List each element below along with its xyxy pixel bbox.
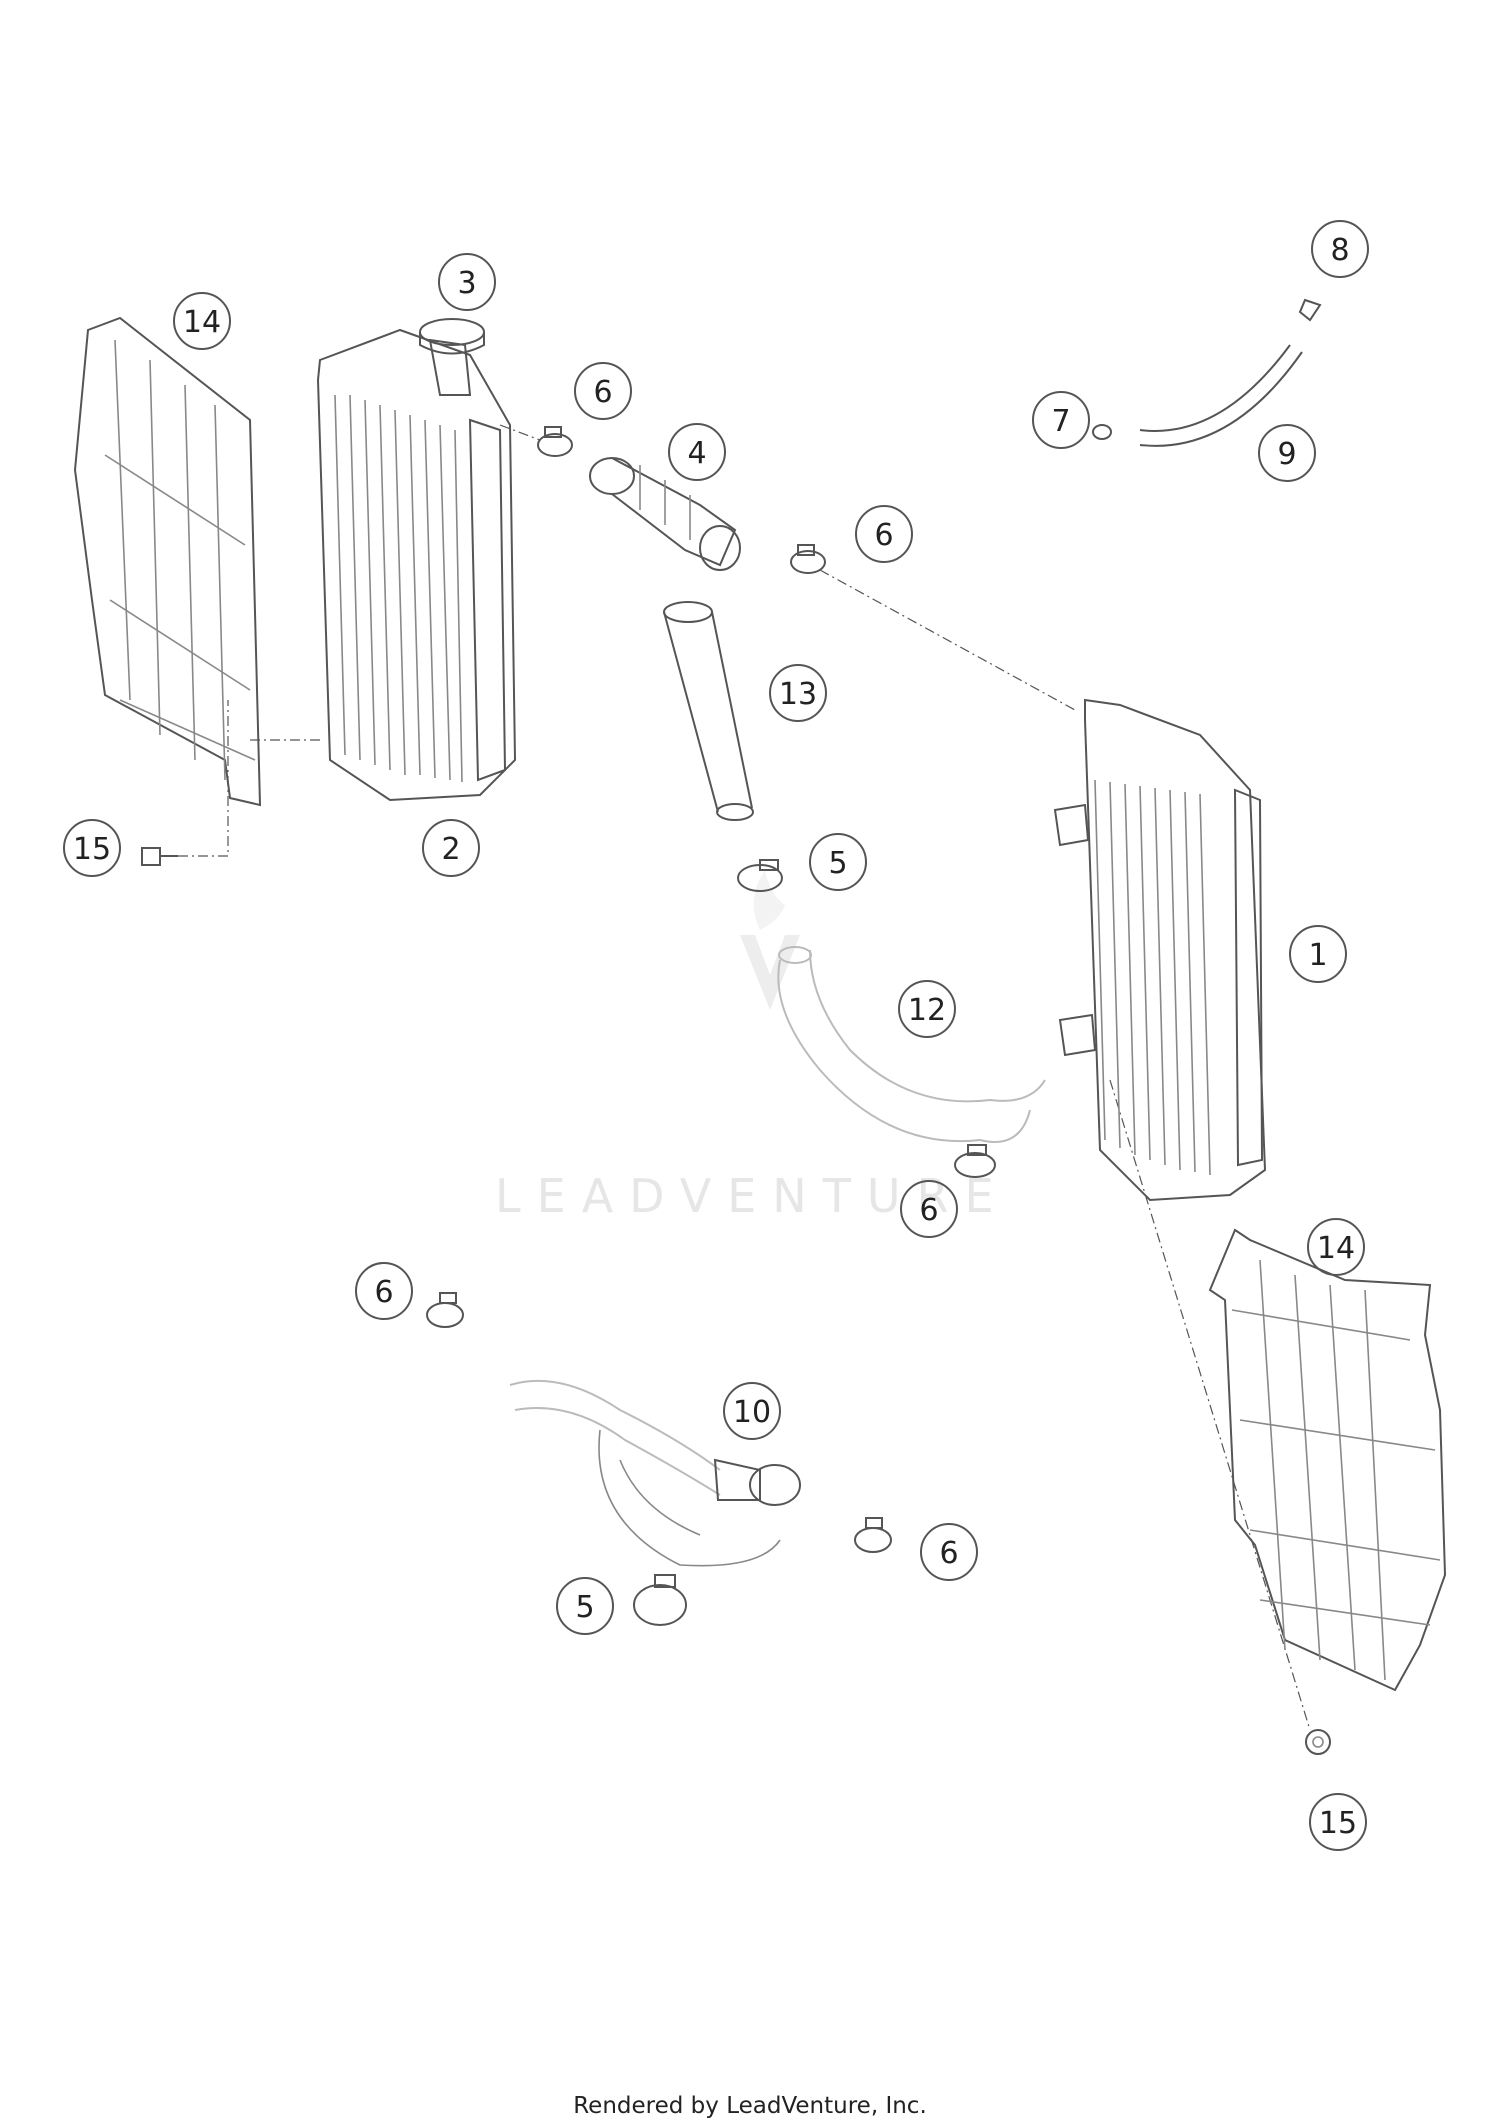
callout-7: 7	[1032, 391, 1090, 449]
svg-text:12: 12	[908, 993, 946, 1028]
curved-hose	[777, 946, 1046, 1143]
radiator-right	[1053, 698, 1267, 1202]
callout-1: 1	[1289, 925, 1347, 983]
bolt-15-left	[141, 700, 229, 866]
hose-clamp-6e	[854, 1517, 892, 1553]
callout-6-b: 6	[855, 505, 913, 563]
svg-text:7: 7	[1051, 404, 1070, 439]
svg-text:14: 14	[183, 305, 221, 340]
callout-10: 10	[723, 1382, 781, 1440]
callout-13: 13	[769, 664, 827, 722]
watermark-text: LEADVENTURE	[495, 1169, 1010, 1223]
svg-text:15: 15	[73, 832, 111, 867]
svg-text:15: 15	[1319, 1806, 1357, 1841]
svg-text:6: 6	[874, 518, 893, 553]
callout-5-lower: 5	[556, 1577, 614, 1635]
svg-text:6: 6	[374, 1275, 393, 1310]
callout-9: 9	[1258, 424, 1316, 482]
svg-text:2: 2	[441, 832, 460, 867]
hose-clamp-5a	[737, 859, 783, 892]
leader-line-guard-right	[1109, 1079, 1311, 1731]
hose-clamp-6d	[426, 1292, 464, 1328]
svg-text:10: 10	[733, 1395, 771, 1430]
straight-hose	[663, 601, 754, 821]
y-hose	[509, 1379, 801, 1567]
radiator-cap	[419, 318, 485, 355]
callout-15-left: 15	[63, 819, 121, 877]
svg-text:5: 5	[575, 1590, 594, 1625]
svg-text:6: 6	[593, 375, 612, 410]
svg-text:6: 6	[919, 1193, 938, 1228]
callout-6-a: 6	[574, 362, 632, 420]
radiator-guard-left	[73, 316, 262, 807]
svg-text:4: 4	[687, 436, 706, 471]
callout-6-e: 6	[920, 1523, 978, 1581]
svg-text:14: 14	[1317, 1231, 1355, 1266]
callout-4: 4	[668, 423, 726, 481]
callout-6-d: 6	[355, 1262, 413, 1320]
radiator-guard-right	[1208, 1228, 1447, 1692]
callout-8: 8	[1311, 220, 1369, 278]
callout-3: 3	[438, 253, 496, 311]
hose-clamp-5b	[633, 1574, 687, 1626]
svg-text:13: 13	[779, 677, 817, 712]
thermostat-fitting	[589, 457, 741, 571]
callout-5-upper: 5	[809, 833, 867, 891]
watermark-logo	[740, 870, 800, 1010]
callout-12: 12	[898, 980, 956, 1038]
svg-text:5: 5	[828, 846, 847, 881]
callout-6-c: 6	[900, 1180, 958, 1238]
overflow-hose-assembly	[1092, 298, 1322, 447]
leader-line-2	[499, 424, 541, 441]
footer-credit: Rendered by LeadVenture, Inc.	[573, 2093, 927, 2119]
callout-14-left: 14	[173, 292, 231, 350]
svg-text:8: 8	[1330, 233, 1349, 268]
svg-text:6: 6	[939, 1536, 958, 1571]
svg-text:1: 1	[1308, 938, 1327, 973]
nut-15-right	[1305, 1729, 1331, 1755]
hose-clamp-6b	[790, 544, 826, 574]
hose-clamp-6a	[537, 426, 573, 457]
leader-line-6b	[819, 569, 1076, 711]
hose-clamp-6c	[954, 1144, 996, 1178]
svg-text:9: 9	[1277, 437, 1296, 472]
callout-14-right: 14	[1307, 1218, 1365, 1276]
svg-text:3: 3	[457, 266, 476, 301]
radiator-left	[316, 328, 517, 802]
callout-15-right: 15	[1309, 1793, 1367, 1851]
callout-2: 2	[422, 819, 480, 877]
